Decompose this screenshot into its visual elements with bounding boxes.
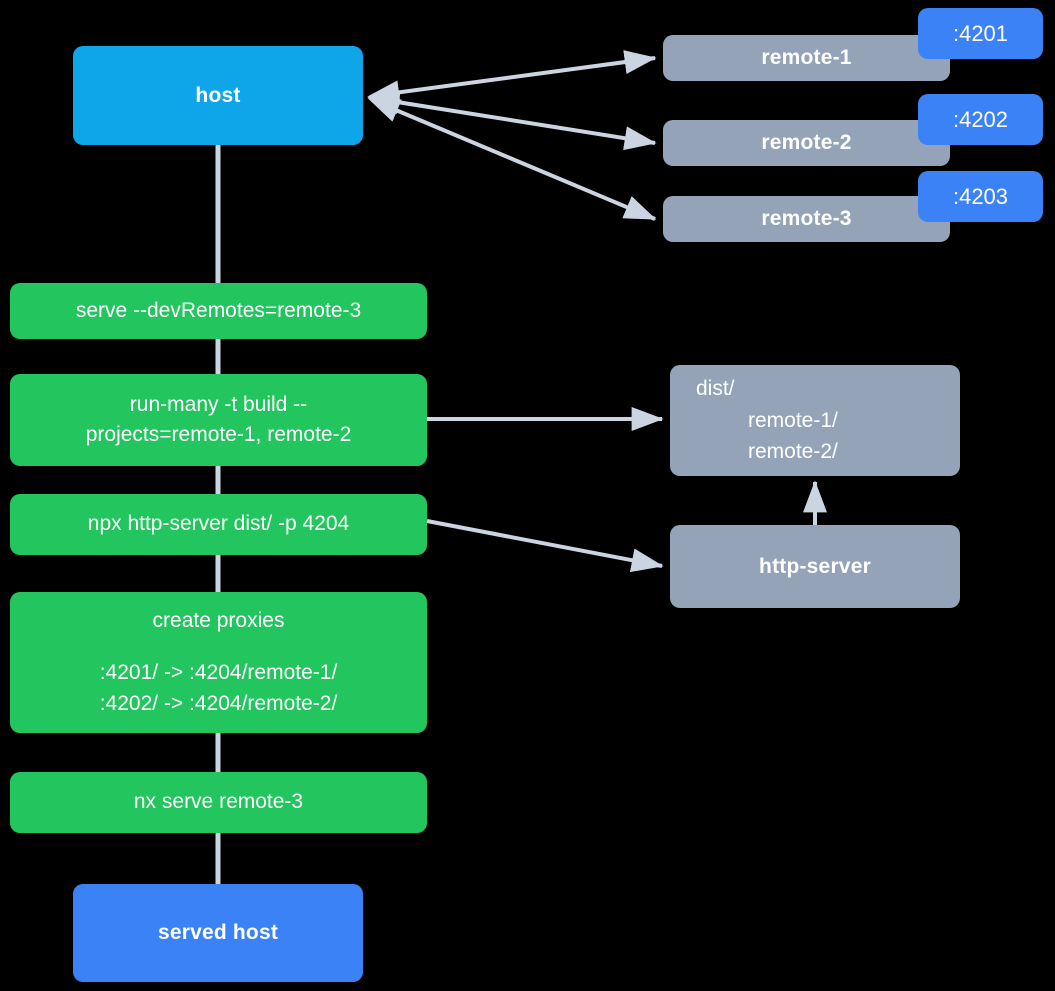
link-npx-to-httpserver bbox=[426, 519, 664, 573]
node-remote-2-label: remote-2 bbox=[761, 131, 852, 154]
link-host-remote-2 bbox=[367, 90, 657, 151]
node-remote-3[interactable]: remote-3 bbox=[663, 196, 950, 242]
link-host-remote-3 bbox=[367, 98, 657, 221]
command-run-many-build-line-1: run-many -t build -- bbox=[129, 392, 308, 416]
port-badge-remote-2-label: :4202 bbox=[952, 106, 1009, 132]
command-serve-dev-remotes-label: serve --devRemotes=remote-3 bbox=[75, 298, 362, 322]
node-served-host[interactable]: served host bbox=[73, 884, 363, 982]
command-nx-serve-remote-3-label: nx serve remote-3 bbox=[133, 790, 304, 814]
link-host-remote-1 bbox=[367, 50, 657, 105]
node-http-server-label: http-server bbox=[759, 554, 871, 578]
command-run-many-build-line-2: projects=remote-1, remote-2 bbox=[85, 423, 352, 446]
node-command-create-proxies[interactable]: create proxies :4201/ -> :4204/remote-1/… bbox=[10, 592, 427, 733]
command-create-proxies-mapping-1: :4201/ -> :4204/remote-1/ bbox=[99, 661, 338, 685]
node-command-run-many-build[interactable]: run-many -t build -- projects=remote-1, … bbox=[10, 374, 427, 466]
node-host-label: host bbox=[195, 83, 241, 107]
port-badge-remote-3-label: :4203 bbox=[952, 183, 1009, 209]
host-remote-connectors bbox=[367, 50, 657, 221]
dist-folder-child-remote-2: remote-2/ bbox=[748, 440, 838, 464]
command-create-proxies-mapping-2: :4202/ -> :4204/remote-2/ bbox=[99, 691, 338, 715]
command-npx-http-server-label: npx http-server dist/ -p 4204 bbox=[87, 512, 350, 536]
node-remote-1-label: remote-1 bbox=[761, 46, 852, 69]
node-command-nx-serve-remote-3[interactable]: nx serve remote-3 bbox=[10, 772, 427, 833]
port-badge-remote-1: :4201 bbox=[918, 8, 1043, 59]
node-remote-1[interactable]: remote-1 bbox=[663, 35, 950, 81]
port-badge-remote-2: :4202 bbox=[918, 94, 1043, 145]
node-host[interactable]: host bbox=[73, 46, 363, 145]
command-create-proxies-title: create proxies bbox=[152, 608, 285, 632]
node-http-server[interactable]: http-server bbox=[670, 525, 960, 608]
port-badge-remote-1-label: :4201 bbox=[952, 20, 1009, 46]
node-remote-2[interactable]: remote-2 bbox=[663, 120, 950, 166]
node-dist-folder[interactable]: dist/ remote-1/ remote-2/ bbox=[670, 365, 960, 476]
port-badge-remote-3: :4203 bbox=[918, 171, 1043, 222]
dist-folder-root: dist/ bbox=[696, 377, 735, 401]
node-command-npx-http-server[interactable]: npx http-server dist/ -p 4204 bbox=[10, 494, 427, 555]
node-command-serve-dev-remotes[interactable]: serve --devRemotes=remote-3 bbox=[10, 283, 427, 339]
node-remote-3-label: remote-3 bbox=[761, 207, 852, 230]
dist-folder-child-remote-1: remote-1/ bbox=[748, 408, 838, 432]
node-served-host-label: served host bbox=[157, 921, 279, 944]
